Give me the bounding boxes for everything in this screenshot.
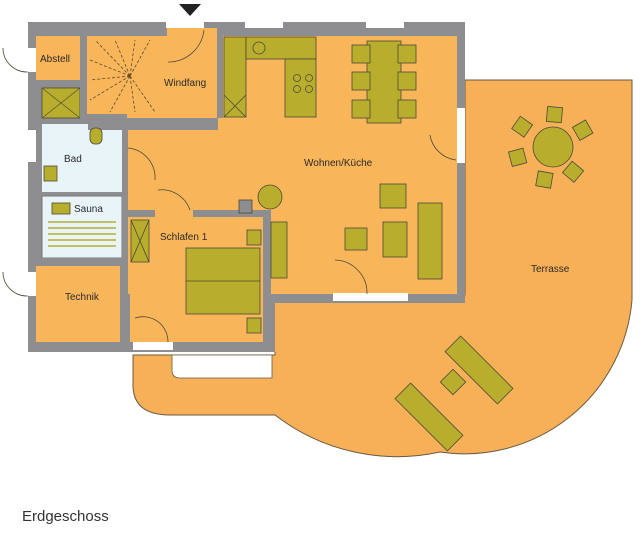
room-label-schlafen-1: Schlafen 1: [160, 232, 208, 243]
room-label-windfang: Windfang: [164, 78, 206, 89]
bath-fixtures: [43, 127, 116, 247]
kitchen: [223, 36, 317, 118]
bed: [130, 219, 262, 334]
room-label-technik: Technik: [65, 292, 100, 303]
terrace-table: [507, 105, 594, 189]
doors: [2, 29, 457, 343]
living-furniture: [238, 183, 443, 280]
down-triangle-icon: [179, 4, 201, 16]
room-technik: [36, 266, 120, 342]
room-abstell: [36, 36, 80, 80]
staircase: [89, 39, 156, 113]
room-label-bad: Bad: [64, 154, 82, 165]
dining-table: [351, 40, 417, 124]
sun-loungers: [394, 335, 514, 452]
floor-title: Erdgeschoss: [22, 508, 109, 525]
room-label-sauna: Sauna: [74, 204, 103, 215]
room-label-wohnen-kueche: Wohnen/Küche: [304, 158, 373, 169]
room-label-abstell: Abstell: [40, 54, 70, 65]
terrace-cutout: [171, 354, 273, 379]
room-label-terrasse: Terrasse: [531, 264, 570, 275]
room-bad: [42, 124, 127, 192]
room-sauna: [41, 195, 123, 259]
